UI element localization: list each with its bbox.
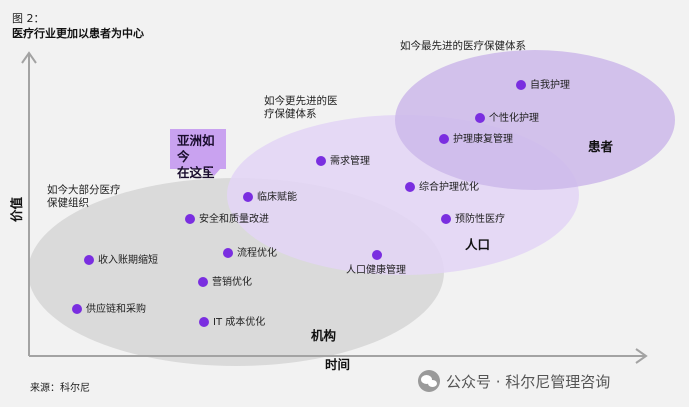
- watermark: 公众号 · 科尔尼管理咨询: [418, 370, 610, 392]
- item-label-process-opt: 流程优化: [237, 248, 277, 259]
- dot-revenue-cycle: [84, 255, 94, 265]
- stage-label-more-advanced: 如今更先进的医 疗保健体系: [264, 95, 338, 120]
- item-label-population-health: 人口健康管理: [346, 265, 406, 276]
- y-axis-arrow: [21, 51, 37, 64]
- item-label-demand-mgmt: 需求管理: [330, 156, 370, 167]
- dot-clinical-enable: [243, 192, 253, 202]
- x-axis-arrow: [635, 348, 648, 364]
- dot-preventive: [441, 214, 451, 224]
- source-note: 来源：科尔尼: [30, 383, 90, 394]
- item-label-revenue-cycle: 收入账期缩短: [98, 255, 158, 266]
- dot-care-rehab: [439, 134, 449, 144]
- dot-safety-quality: [185, 214, 195, 224]
- callout-pointer: [207, 168, 221, 176]
- item-label-it-cost: IT 成本优化: [213, 317, 266, 328]
- wechat-icon: [418, 370, 440, 392]
- y-axis-label: 价值: [9, 196, 25, 223]
- item-label-integrated-care: 综合护理优化: [419, 182, 479, 193]
- item-label-supply-chain: 供应链和采购: [86, 304, 146, 315]
- zone-label-patient: 患者: [588, 139, 614, 154]
- dot-supply-chain: [72, 304, 82, 314]
- figure-title: 医疗行业更加以患者为中心: [12, 27, 144, 40]
- zone-label-population: 人口: [465, 237, 491, 252]
- x-axis-label: 时间: [325, 357, 351, 372]
- dot-integrated-care: [405, 182, 415, 192]
- zone-label-institution: 机构: [311, 328, 337, 343]
- item-label-safety-quality: 安全和质量改进: [199, 214, 269, 225]
- item-label-care-rehab: 护理康复管理: [453, 134, 513, 145]
- dot-self-care: [516, 80, 526, 90]
- item-label-preventive: 预防性医疗: [455, 214, 505, 225]
- dot-personalized-care: [475, 113, 485, 123]
- watermark-text: 公众号 · 科尔尼管理咨询: [446, 372, 611, 391]
- dot-demand-mgmt: [316, 156, 326, 166]
- dot-it-cost: [199, 317, 209, 327]
- item-label-marketing-opt: 营销优化: [212, 277, 252, 288]
- item-label-self-care: 自我护理: [530, 80, 570, 91]
- stage-label-most-advanced: 如今最先进的医疗保健体系: [400, 40, 526, 52]
- item-dots: [72, 80, 526, 327]
- figure-number: 图 2：: [12, 12, 45, 25]
- stage-label-today: 如今大部分医疗 保健组织: [47, 184, 121, 209]
- axes: [21, 51, 648, 364]
- patient-zone: [395, 50, 675, 190]
- asia-callout: 亚洲如今 在这里: [170, 129, 226, 180]
- dot-process-opt: [223, 248, 233, 258]
- dot-population-health: [372, 250, 382, 260]
- item-label-personalized-care: 个性化护理: [489, 113, 539, 124]
- item-label-clinical-enable: 临床赋能: [257, 192, 297, 203]
- dot-marketing-opt: [198, 277, 208, 287]
